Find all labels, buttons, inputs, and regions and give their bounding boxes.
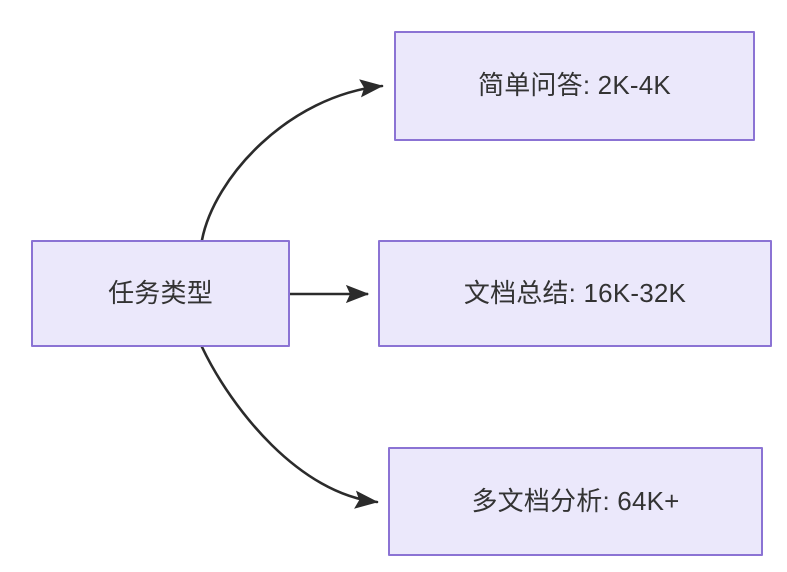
edge-root-to-simple-qa [200, 79, 384, 242]
node-label: 多文档分析: 64K+ [471, 485, 680, 516]
node-task-type[interactable]: 任务类型 [31, 240, 290, 347]
edge-root-to-multi-doc [200, 345, 379, 509]
node-label: 文档总结: 16K-32K [463, 277, 687, 308]
node-label: 任务类型 [108, 277, 213, 308]
node-label: 简单问答: 2K-4K [478, 70, 671, 101]
node-doc-summary[interactable]: 文档总结: 16K-32K [378, 240, 772, 347]
node-multi-doc-analysis[interactable]: 多文档分析: 64K+ [388, 447, 763, 556]
node-simple-qa[interactable]: 简单问答: 2K-4K [394, 31, 755, 141]
